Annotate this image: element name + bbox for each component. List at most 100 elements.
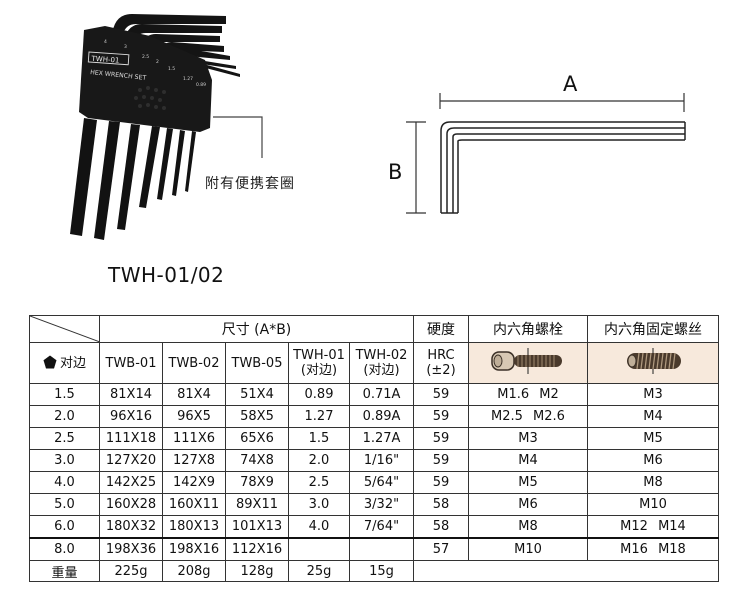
weight-label: 重量 bbox=[29, 560, 100, 582]
cell-twb01: 198X36 bbox=[99, 537, 163, 561]
cell-twb01: 81X14 bbox=[99, 383, 163, 406]
col-twb02-header: TWB-02 bbox=[162, 342, 226, 384]
cell-hrc: 57 bbox=[413, 537, 469, 561]
across-flats-label: 对边 bbox=[59, 356, 86, 371]
cell-twb05: 58X5 bbox=[225, 405, 289, 428]
cell-twh02: 0.89A bbox=[349, 405, 414, 428]
col-twh01-header: TWH-01(对边) bbox=[288, 342, 350, 384]
cell-size: 2.0 bbox=[29, 405, 100, 428]
weight-twh02: 15g bbox=[349, 560, 414, 582]
cell-size: 3.0 bbox=[29, 449, 100, 472]
cell-twh01 bbox=[288, 537, 350, 561]
diagonal-corner-cell bbox=[29, 315, 100, 343]
svg-text:1.5: 1.5 bbox=[168, 66, 175, 72]
cell-setscrew: M6 bbox=[587, 449, 719, 472]
svg-text:2.5: 2.5 bbox=[142, 54, 149, 60]
cell-hrc: 59 bbox=[413, 405, 469, 428]
cell-setscrew: M3 bbox=[587, 383, 719, 406]
cell-twb01: 142X25 bbox=[99, 471, 163, 494]
weight-row: 重量 225g 208g 128g 25g 15g bbox=[29, 560, 719, 582]
cell-twb02: 81X4 bbox=[162, 383, 226, 406]
cell-twb01: 111X18 bbox=[99, 427, 163, 450]
cell-twh01: 1.5 bbox=[288, 427, 350, 450]
svg-text:2: 2 bbox=[156, 59, 159, 65]
callout-leader-line bbox=[213, 116, 263, 158]
holder-model-label: TWH-01 bbox=[90, 55, 119, 65]
size-group-header: 尺寸 (A*B) bbox=[99, 315, 414, 343]
bolt-image-cell bbox=[468, 342, 588, 384]
col-twb01-header: TWB-01 bbox=[99, 342, 163, 384]
cell-twh02: 1/16" bbox=[349, 449, 414, 472]
spec-table: 尺寸 (A*B) 硬度 内六角螺栓 内六角固定螺丝 对边 TWB-01 TWB-… bbox=[29, 315, 719, 582]
bolt-header: 内六角螺栓 bbox=[468, 315, 588, 343]
across-flats-header: 对边 bbox=[29, 342, 100, 384]
cell-twb01: 160X28 bbox=[99, 493, 163, 516]
cell-bolt: M2.5 M2.6 bbox=[468, 405, 588, 428]
cell-twb05: 51X4 bbox=[225, 383, 289, 406]
cell-twb02: 142X9 bbox=[162, 471, 226, 494]
cell-bolt: M8 bbox=[468, 515, 588, 539]
cell-twh01: 1.27 bbox=[288, 405, 350, 428]
cell-twh01: 4.0 bbox=[288, 515, 350, 539]
cell-twb01: 180X32 bbox=[99, 515, 163, 539]
cell-twh02: 3/32" bbox=[349, 493, 414, 516]
header-row-2: 对边 TWB-01 TWB-02 TWB-05 TWH-01(对边) TWH-0… bbox=[29, 342, 719, 384]
holder-size-marks: 4 3 2.5 2 1.5 1.27 0.89 bbox=[104, 39, 206, 88]
cell-twb02: 111X6 bbox=[162, 427, 226, 450]
dimension-b-label: B bbox=[388, 160, 403, 184]
setscrew-header: 内六角固定螺丝 bbox=[587, 315, 719, 343]
cell-twh01: 0.89 bbox=[288, 383, 350, 406]
weight-twh01: 25g bbox=[288, 560, 350, 582]
svg-text:0.89: 0.89 bbox=[196, 82, 206, 88]
cell-size: 8.0 bbox=[29, 537, 100, 561]
col-twb05-header: TWB-05 bbox=[225, 342, 289, 384]
dimension-diagram bbox=[406, 93, 686, 214]
cell-bolt: M6 bbox=[468, 493, 588, 516]
cell-twb01: 96X16 bbox=[99, 405, 163, 428]
cell-setscrew: M8 bbox=[587, 471, 719, 494]
wrench-shafts bbox=[70, 118, 196, 240]
wrench-holder bbox=[79, 26, 212, 132]
cell-twh01: 3.0 bbox=[288, 493, 350, 516]
cell-size: 2.5 bbox=[29, 427, 100, 450]
dimension-a-label: A bbox=[563, 72, 578, 96]
setscrew-image-cell bbox=[587, 342, 719, 384]
cell-hrc: 59 bbox=[413, 427, 469, 450]
cell-bolt: M3 bbox=[468, 427, 588, 450]
cell-hrc: 58 bbox=[413, 515, 469, 539]
cell-twh02: 5/64" bbox=[349, 471, 414, 494]
svg-text:3: 3 bbox=[124, 44, 127, 50]
cell-twh01: 2.5 bbox=[288, 471, 350, 494]
weight-twb02: 208g bbox=[162, 560, 226, 582]
cell-hrc: 58 bbox=[413, 493, 469, 516]
cell-twb05: 101X13 bbox=[225, 515, 289, 539]
cell-hrc: 59 bbox=[413, 471, 469, 494]
cell-twb05: 112X16 bbox=[225, 537, 289, 561]
cell-twh02: 7/64" bbox=[349, 515, 414, 539]
hex-wrench-set-photo: TWH-01 HEX WRENCH SET 4 3 2.5 2 1.5 1.27… bbox=[70, 14, 263, 240]
cell-bolt: M1.6 M2 bbox=[468, 383, 588, 406]
callout-label: 附有便携套圈 bbox=[205, 176, 295, 192]
cell-size: 1.5 bbox=[29, 383, 100, 406]
pentagon-icon bbox=[43, 355, 57, 369]
cell-setscrew: M4 bbox=[587, 405, 719, 428]
cell-size: 6.0 bbox=[29, 515, 100, 539]
svg-text:4: 4 bbox=[104, 39, 107, 45]
weight-twb01: 225g bbox=[99, 560, 163, 582]
l-wrench-outline bbox=[440, 121, 686, 214]
weight-empty-cell bbox=[413, 560, 719, 582]
cell-twb05: 65X6 bbox=[225, 427, 289, 450]
cell-twh01: 2.0 bbox=[288, 449, 350, 472]
header-row-1: 尺寸 (A*B) 硬度 内六角螺栓 内六角固定螺丝 bbox=[29, 315, 719, 343]
cell-twh02 bbox=[349, 537, 414, 561]
cell-twb01: 127X20 bbox=[99, 449, 163, 472]
hardness-header: 硬度 bbox=[413, 315, 469, 343]
holder-grip-dots bbox=[134, 86, 166, 110]
